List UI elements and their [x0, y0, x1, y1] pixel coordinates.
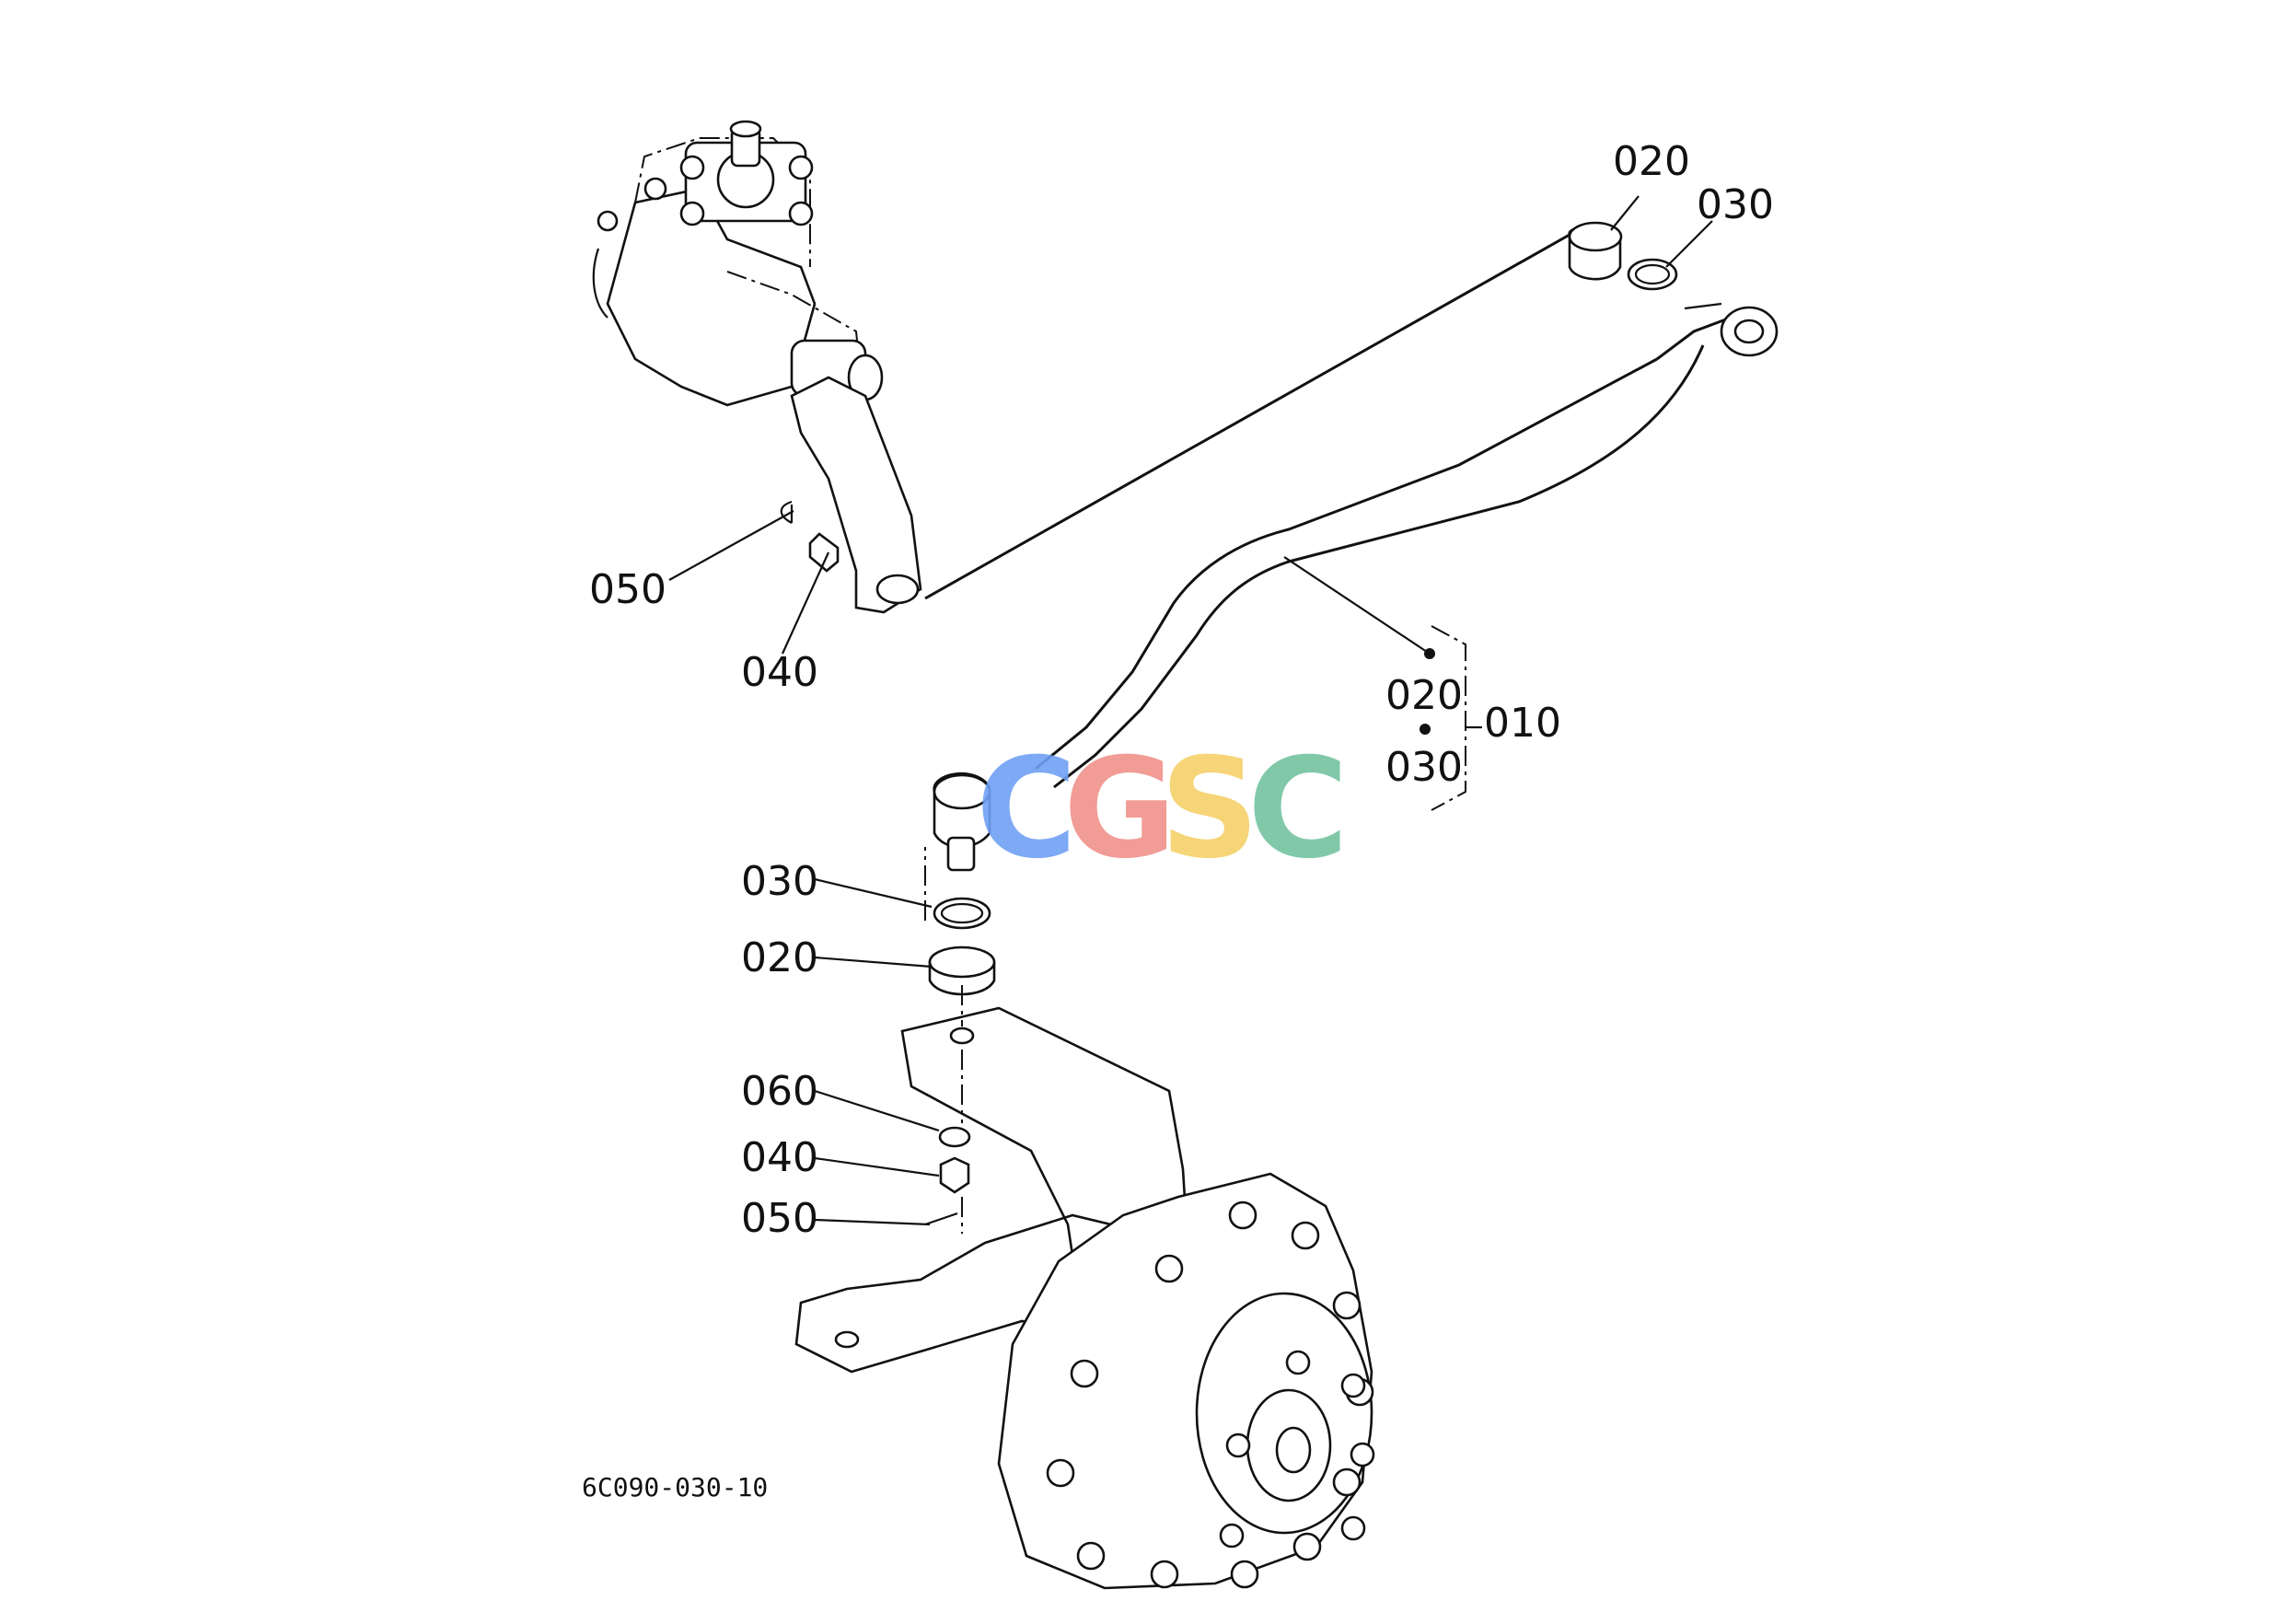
knuckle-and-hub — [794, 847, 1375, 1590]
label-010-group: 010 — [1484, 700, 1561, 747]
group-bracket — [1283, 556, 1482, 811]
steering-gearbox — [592, 120, 922, 614]
label-040-left: 040 — [741, 649, 818, 696]
label-060-low: 060 — [741, 1068, 818, 1115]
callout-labels: 020 030 050 040 020 030 010 030 020 060 … — [582, 138, 1774, 1502]
leader-lines — [668, 195, 1713, 1226]
label-030-mid: 030 — [741, 858, 818, 905]
watermark-letter-g: G — [1063, 729, 1176, 889]
label-030-group: 030 — [1385, 744, 1463, 791]
label-020-mid: 020 — [741, 934, 818, 981]
drawing-code: 6C090-030-10 — [582, 1472, 768, 1502]
drag-link-rod — [924, 233, 1779, 872]
label-020-group: 020 — [1385, 672, 1463, 719]
watermark-letter-c1: C — [976, 729, 1077, 889]
watermark-logo: C G S C — [976, 729, 1349, 889]
label-050-left: 050 — [589, 566, 666, 613]
label-040-low: 040 — [741, 1134, 818, 1181]
label-020-top: 020 — [1613, 138, 1690, 185]
top-seals — [1568, 221, 1678, 291]
watermark-letter-s: S — [1160, 729, 1259, 889]
lower-seals — [780, 500, 996, 1226]
watermark-letter-c2: C — [1247, 729, 1349, 889]
label-030-top: 030 — [1697, 181, 1774, 228]
label-050-low: 050 — [741, 1195, 818, 1242]
